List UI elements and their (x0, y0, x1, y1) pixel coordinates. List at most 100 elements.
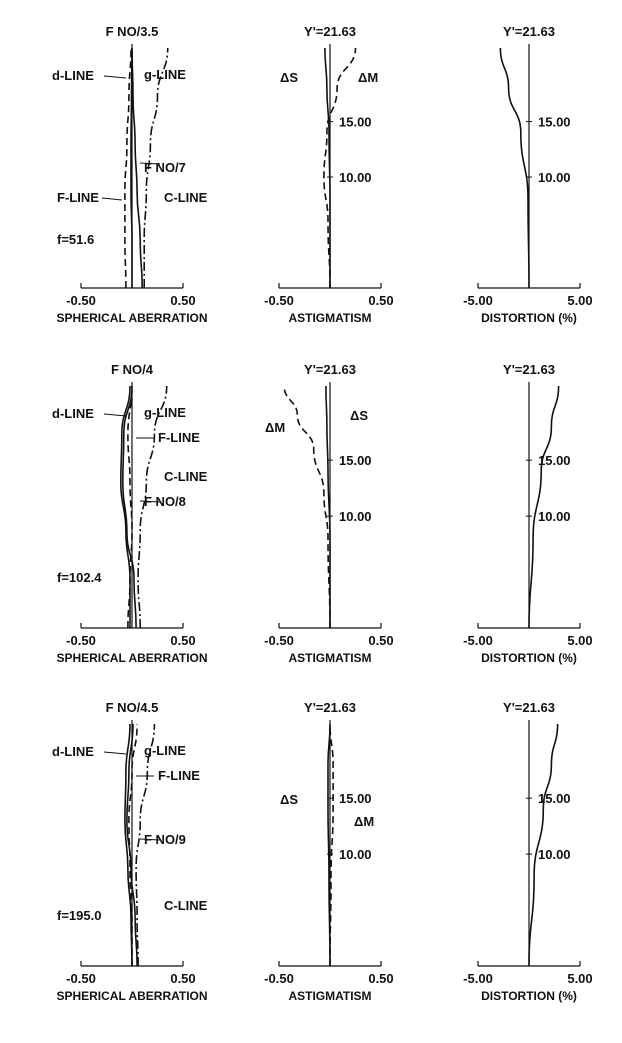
x-axis-label: SPHERICAL ABERRATION (56, 651, 207, 665)
x-axis-label: DISTORTION (%) (481, 651, 577, 665)
y-tick-label: 15.00 (339, 791, 372, 806)
legend-label-delta-m: ΔM (354, 814, 374, 829)
chart-title: F NO/3.5 (106, 24, 159, 39)
series-line-d-line (130, 47, 133, 288)
x-tick-label: -0.50 (66, 633, 96, 648)
chart-title: Y'=21.63 (503, 24, 555, 39)
annotation-focal-length: f=51.6 (57, 232, 94, 247)
legend-label-d-line: d-LINE (52, 406, 94, 421)
series-line-distortion (528, 385, 560, 629)
legend-label-delta-s: ΔS (350, 408, 368, 423)
chart-title: Y'=21.63 (503, 362, 555, 377)
annotation-fno-mid: F NO/9 (144, 832, 186, 847)
y-tick-label: 10.00 (538, 170, 571, 185)
legend-leader (103, 75, 127, 79)
x-axis-label: ASTIGMATISM (288, 651, 371, 665)
y-tick-label: 15.00 (538, 115, 571, 130)
x-tick-label: -5.00 (463, 293, 493, 308)
y-tick-label: 15.00 (538, 791, 571, 806)
series-line-delta-s (324, 47, 331, 288)
chart-title: Y'=21.63 (304, 362, 356, 377)
x-tick-label: -0.50 (264, 633, 294, 648)
legend-label-d-line: d-LINE (52, 744, 94, 759)
legend-leader (139, 838, 161, 841)
chart-title: Y'=21.63 (503, 700, 555, 715)
annotation-focal-length: f=102.4 (57, 570, 102, 585)
series-line-g-line (135, 723, 156, 967)
series-line-delta-s (325, 385, 331, 628)
x-axis-label: SPHERICAL ABERRATION (56, 311, 207, 325)
series-line-g-line (143, 47, 169, 289)
series-line-c-line (126, 723, 138, 967)
legend-label-delta-s: ΔS (280, 70, 298, 85)
y-tick-label: 10.00 (339, 509, 372, 524)
legend-label-c-line: C-LINE (164, 190, 208, 205)
chart-title: F NO/4.5 (106, 700, 159, 715)
y-tick-label: 10.00 (538, 509, 571, 524)
legend-label-delta-m: ΔM (358, 70, 378, 85)
series-line-distortion (499, 47, 530, 289)
x-axis-label: SPHERICAL ABERRATION (56, 989, 207, 1003)
series-line-f-line (124, 47, 132, 289)
y-tick-label: 15.00 (339, 115, 372, 130)
x-tick-label: 0.50 (170, 971, 195, 986)
x-axis-label: DISTORTION (%) (481, 311, 577, 325)
legend-label-f-line: F-LINE (158, 430, 200, 445)
legend-label-g-line: g-LINE (144, 743, 186, 758)
series-line-delta-m (283, 385, 331, 629)
legend-label-f-line: F-LINE (158, 768, 200, 783)
series-line-c-line (131, 47, 143, 289)
x-axis-label: ASTIGMATISM (288, 989, 371, 1003)
x-tick-label: -0.50 (66, 293, 96, 308)
x-axis-label: DISTORTION (%) (481, 989, 577, 1003)
chart-title: Y'=21.63 (304, 24, 356, 39)
y-tick-label: 15.00 (538, 453, 571, 468)
legend-leader (139, 500, 161, 503)
legend-label-f-line: F-LINE (57, 190, 99, 205)
x-tick-label: 5.00 (567, 971, 592, 986)
legend-label-c-line: C-LINE (164, 469, 208, 484)
series-line-distortion (528, 723, 559, 967)
x-axis-label: ASTIGMATISM (288, 311, 371, 325)
x-tick-label: -0.50 (264, 293, 294, 308)
series-line-c-line (121, 385, 137, 629)
x-tick-label: 5.00 (567, 633, 592, 648)
x-tick-label: 0.50 (368, 971, 393, 986)
legend-leader (139, 162, 161, 165)
series-line-delta-m (323, 47, 357, 289)
y-tick-label: 15.00 (339, 453, 372, 468)
annotation-focal-length: f=195.0 (57, 908, 101, 923)
x-tick-label: 0.50 (170, 633, 195, 648)
chart-title: Y'=21.63 (304, 700, 356, 715)
series-line-g-line (137, 385, 168, 629)
x-tick-label: 0.50 (368, 293, 393, 308)
chart-title: F NO/4 (111, 362, 154, 377)
legend-label-delta-m: ΔM (265, 420, 285, 435)
series-line-d-line (124, 723, 133, 967)
legend-label-c-line: C-LINE (164, 898, 208, 913)
x-tick-label: -0.50 (264, 971, 294, 986)
legend-label-g-line: g-LINE (144, 405, 186, 420)
x-tick-label: 5.00 (567, 293, 592, 308)
x-tick-label: -5.00 (463, 633, 493, 648)
annotation-fno-mid: F NO/7 (144, 160, 186, 175)
series-line-d-line (119, 385, 131, 628)
y-tick-label: 10.00 (339, 847, 372, 862)
series-line-delta-m (329, 723, 334, 967)
y-tick-label: 10.00 (339, 170, 372, 185)
annotation-fno-mid: F NO/8 (144, 494, 186, 509)
series-line-f-line (127, 385, 133, 629)
series-line-delta-s (327, 723, 331, 967)
x-tick-label: 0.50 (368, 633, 393, 648)
